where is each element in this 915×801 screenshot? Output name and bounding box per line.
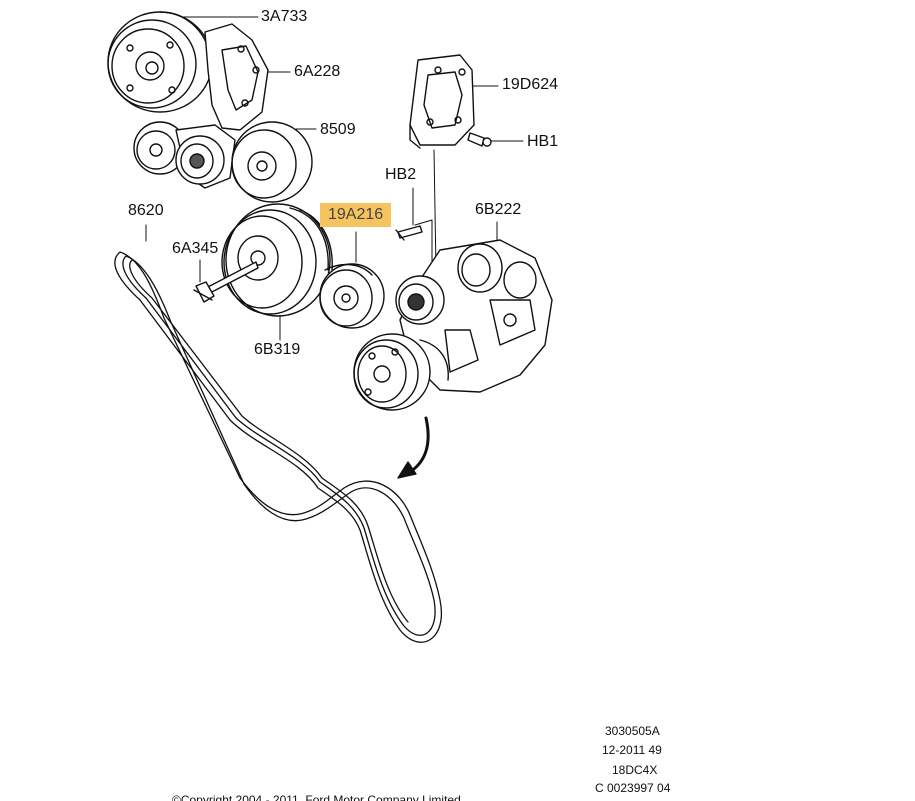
pulley-3A733	[107, 11, 213, 113]
callout-8509: 8509	[320, 121, 356, 138]
footer-copyright: ©Copyright 2004 - 2011, Ford Motor Compa…	[172, 793, 461, 801]
drive-belt-8620	[114, 251, 442, 643]
bracket-19D624	[409, 54, 475, 149]
callout-6B222: 6B222	[475, 201, 522, 218]
callout-6A228: 6A228	[294, 63, 341, 80]
footer-code-3: 18DC4X	[612, 763, 658, 777]
callout-19A216-highlighted[interactable]: 19A216	[320, 203, 392, 227]
compressor-6B222	[353, 239, 553, 411]
bolt-HB2	[395, 225, 423, 241]
tensioner-pulley	[133, 121, 236, 189]
footer-code-1: 3030505A	[605, 724, 660, 738]
callout-HB2: HB2	[385, 166, 417, 183]
footer-code-4: C 0023997 04	[595, 781, 671, 795]
callout-6B319: 6B319	[254, 341, 301, 358]
callout-3A733: 3A733	[261, 8, 308, 25]
bracket-6A228	[204, 23, 269, 131]
direction-arrow-icon	[397, 416, 430, 479]
leader-lines	[145, 16, 524, 341]
callout-6A345: 6A345	[172, 240, 219, 257]
footer-code-2: 12-2011 49	[602, 743, 662, 757]
callout-8620: 8620	[128, 202, 164, 219]
pulley-19A216	[319, 263, 385, 329]
callout-HB1: HB1	[527, 133, 559, 150]
bolt-HB1	[467, 132, 492, 147]
bolt-6A345	[193, 261, 259, 303]
pulley-8509	[231, 121, 313, 203]
pulley-6B319	[221, 203, 333, 317]
callout-19D624: 19D624	[502, 76, 559, 93]
